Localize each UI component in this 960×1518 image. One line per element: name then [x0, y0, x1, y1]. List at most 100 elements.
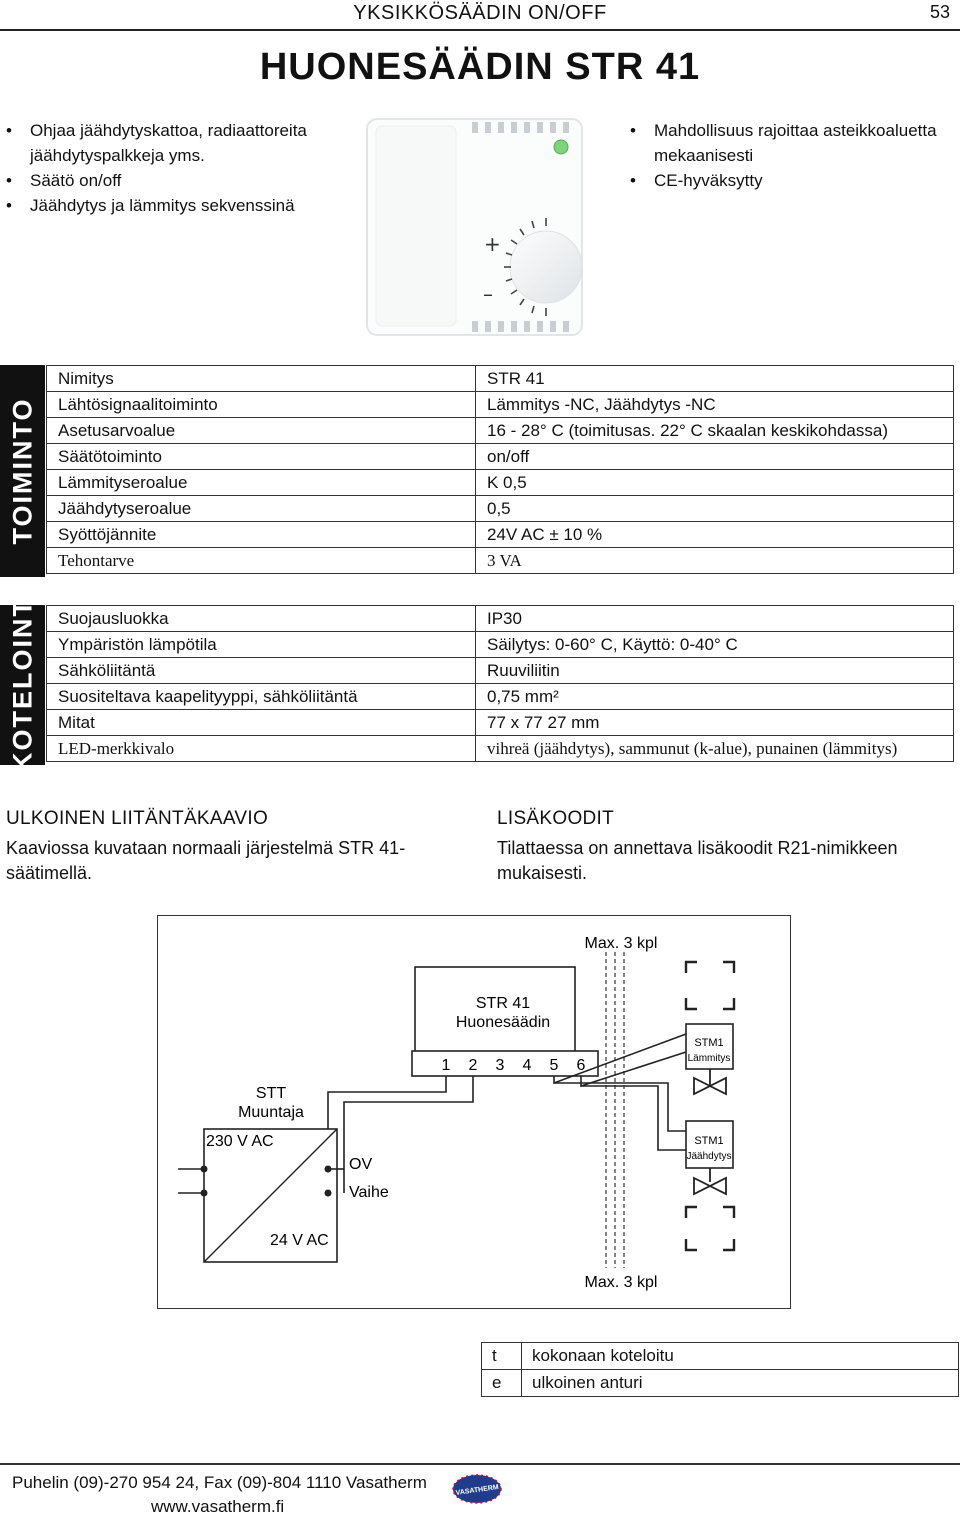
feature-item: Säätö on/off [6, 168, 336, 193]
table-row: Suositeltava kaapelityyppi, sähköliitänt… [46, 683, 954, 710]
spec-name: Tehontarve [46, 547, 476, 574]
spec-name: Ympäristön lämpötila [46, 631, 476, 658]
features-right: Mahdollisuus rajoittaa asteikkoaluetta m… [630, 118, 950, 193]
actuator-heat-label: Lämmitys [688, 1053, 731, 1064]
spec-value: 0,75 mm² [475, 683, 954, 710]
toiminto-label: TOIMINTO [7, 397, 37, 545]
footer-contact: Puhelin (09)-270 954 24, Fax (09)-804 11… [12, 1473, 427, 1492]
actuator-heat-name: STM1 [694, 1037, 723, 1049]
terminal-3: 3 [496, 1057, 505, 1074]
feature-item: Jäähdytys ja lämmitys sekvenssinä [6, 193, 336, 218]
extra-codes-heading: LISÄKOODIT [497, 808, 615, 829]
controller-name: STR 41 [476, 995, 530, 1012]
terminal-1: 1 [442, 1057, 451, 1074]
input-voltage: 230 V AC [206, 1133, 274, 1150]
actuator-cool-label: Jäähdytys [686, 1151, 731, 1162]
spec-value: K 0,5 [475, 469, 954, 496]
features-left: Ohjaa jäähdytyskattoa, radiaattoreita jä… [6, 118, 336, 218]
spec-value: vihreä (jäähdytys), sammunut (k-alue), p… [475, 735, 954, 762]
phase-label: Vaihe [349, 1184, 389, 1201]
footer-website[interactable]: www.vasatherm.fi [151, 1497, 285, 1516]
spec-name: Lämmityseroalue [46, 469, 476, 496]
minus-sign: – [483, 282, 493, 306]
terminal-6: 6 [577, 1057, 586, 1074]
max-top-label: Max. 3 kpl [585, 935, 658, 952]
spec-value: STR 41 [475, 365, 954, 392]
controller-label: Huonesäädin [456, 1014, 550, 1031]
max-bottom-label: Max. 3 kpl [585, 1274, 658, 1291]
spec-name: LED-merkkivalo [46, 735, 476, 762]
feature-item: Mahdollisuus rajoittaa asteikkoaluetta m… [630, 118, 950, 168]
actuator-cool-name: STM1 [694, 1135, 723, 1147]
spec-value: Ruuviliitin [475, 657, 954, 684]
wiring-text: Kaaviossa kuvataan normaali järjestelmä … [6, 838, 406, 883]
spec-value: 0,5 [475, 495, 954, 522]
spec-value: Säilytys: 0-60° C, Käyttö: 0-40° C [475, 631, 954, 658]
wiring-heading: ULKOINEN LIITÄNTÄKAAVIO [6, 808, 269, 829]
header-title: YKSIKKÖSÄÄDIN ON/OFF [353, 2, 607, 24]
section-label-kotelointi: KOTELOINT [0, 598, 45, 772]
terminal-5: 5 [550, 1057, 559, 1074]
legend-code: t [481, 1342, 522, 1370]
terminal-4: 4 [523, 1057, 532, 1074]
feature-item: CE-hyväksytty [630, 168, 950, 193]
spec-name: Mitat [46, 709, 476, 736]
spec-name: Syöttöjännite [46, 521, 476, 548]
actuator-cool-box [685, 1120, 734, 1169]
spec-value: Lämmitys -NC, Jäähdytys -NC [475, 391, 954, 418]
spec-value: 3 VA [475, 547, 954, 574]
output-voltage: 24 V AC [270, 1232, 329, 1249]
spec-value: 24V AC ± 10 % [475, 521, 954, 548]
led-indicator [553, 139, 569, 155]
transformer-name: STT [256, 1085, 286, 1102]
feature-item: Ohjaa jäähdytyskattoa, radiaattoreita jä… [6, 118, 336, 168]
vasatherm-logo: VASATHERM [452, 1474, 502, 1504]
legend-desc: kokonaan koteloitu [521, 1342, 959, 1370]
plus-sign: + [484, 232, 501, 256]
legend-desc: ulkoinen anturi [521, 1369, 959, 1397]
spec-name: Lähtösignaalitoiminto [46, 391, 476, 418]
transformer-label: Muuntaja [238, 1104, 304, 1121]
header-divider [0, 29, 960, 31]
spec-value: 16 - 28° C (toimitusas. 22° C skaalan ke… [475, 417, 954, 444]
wiring-diagram: STR 41 Huonesäädin 1 2 3 4 5 6 Max. 3 kp… [157, 915, 791, 1309]
spec-name: Jäähdytyseroalue [46, 495, 476, 522]
spec-name: Säätötoiminto [46, 443, 476, 470]
spec-name: Suojausluokka [46, 605, 476, 632]
terminal-strip [411, 1050, 599, 1077]
spec-value: IP30 [475, 605, 954, 632]
spec-name: Suositeltava kaapelityyppi, sähköliitänt… [46, 683, 476, 710]
extra-codes-text: Tilattaessa on annettava lisäkoodit R21-… [497, 838, 898, 883]
kotelointi-label: KOTELOINT [7, 598, 37, 772]
spec-name: Nimitys [46, 365, 476, 392]
spec-value: 77 x 77 27 mm [475, 709, 954, 736]
page-title: HUONESÄÄDIN STR 41 [259, 46, 701, 88]
legend-code: e [481, 1369, 522, 1397]
actuator-heat-box [685, 1023, 734, 1070]
terminal-2: 2 [469, 1057, 478, 1074]
footer-divider [0, 1463, 960, 1465]
section-label-toiminto: TOIMINTO [0, 365, 45, 577]
spec-name: Asetusarvoalue [46, 417, 476, 444]
thermostat-illustration: + – [366, 118, 583, 336]
page-number: 53 [929, 2, 950, 22]
terminal-numbers: 1 2 3 4 5 6 [442, 1057, 586, 1074]
spec-value: on/off [475, 443, 954, 470]
